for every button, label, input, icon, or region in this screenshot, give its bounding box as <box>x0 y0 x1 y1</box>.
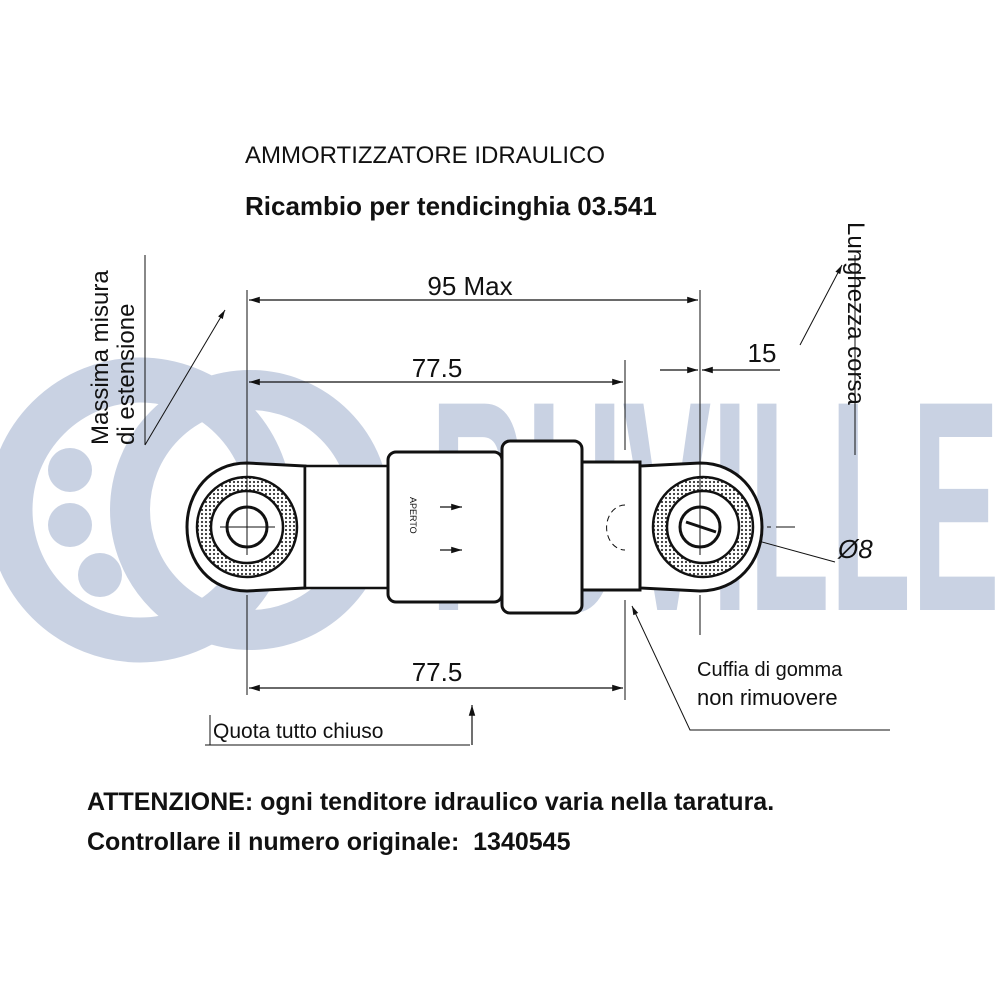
max-extension-label-1: Massima misura <box>87 270 114 445</box>
drawing-subtitle: Ricambio per tendicinghia 03.541 <box>245 191 657 221</box>
rubber-boot-leader <box>631 605 890 731</box>
drawing-title: AMMORTIZZATORE IDRAULICO <box>245 142 605 169</box>
max-extension-leader <box>144 309 226 446</box>
cylinder <box>386 450 504 604</box>
hydraulic-damper: APERTO <box>185 430 764 615</box>
rubber-boot-label-1: Cuffia di gomma <box>697 659 843 681</box>
dim-hole-diameter: Ø8 <box>837 534 873 564</box>
dim-overall-max: 95 Max <box>427 271 512 301</box>
stroke-length-leader <box>799 264 843 346</box>
closed-dimension-label: Quota tutto chiuso <box>213 720 383 743</box>
rubber-boot <box>580 460 642 592</box>
dim-closed-length: 77.5 <box>412 657 463 687</box>
max-extension-label-2: di estensione <box>113 304 140 445</box>
dim-open-length: 77.5 <box>412 353 463 383</box>
warning-note: ATTENZIONE: ogni tenditore idraulico var… <box>87 788 774 816</box>
rubber-boot-label-2: non rimuovere <box>697 685 838 710</box>
dim-stroke: 15 <box>748 338 777 368</box>
open-marking: APERTO <box>408 497 418 534</box>
collar <box>500 439 584 615</box>
original-number-note: Controllare il numero originale: 1340545 <box>87 828 571 856</box>
